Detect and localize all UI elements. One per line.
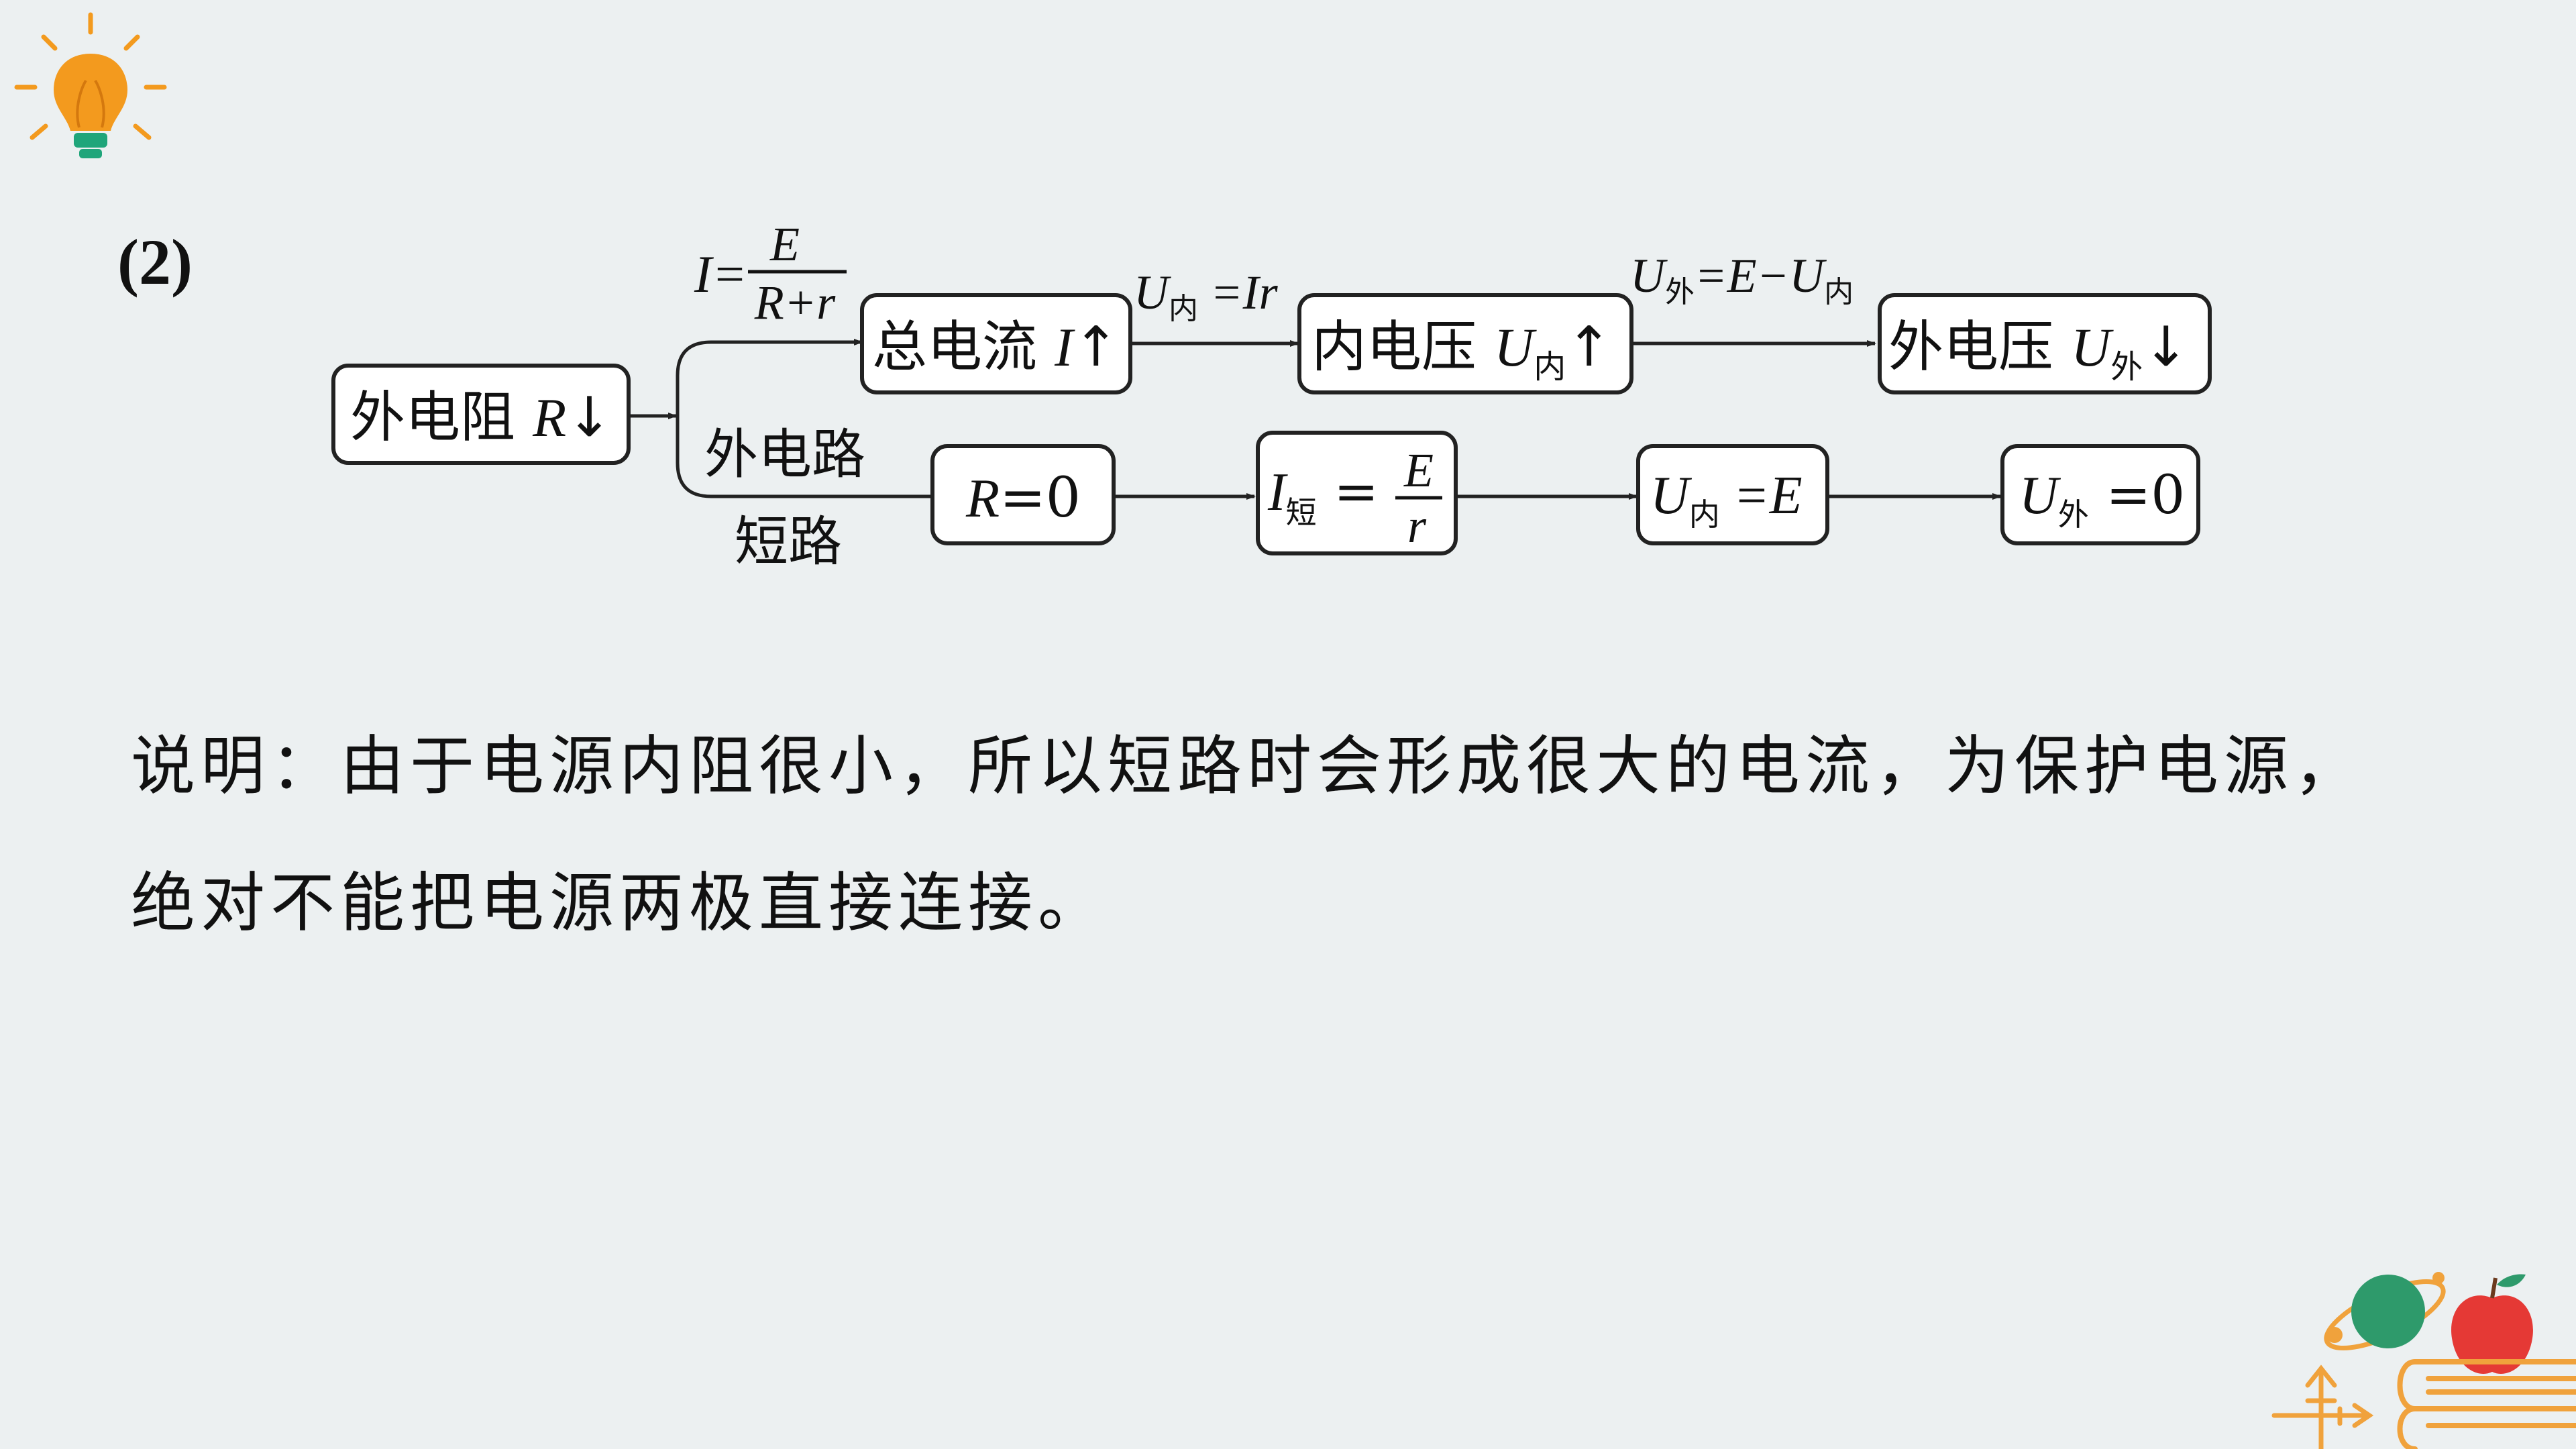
svg-text:外电压 U外↓: 外电压 U外↓ xyxy=(1888,315,2189,386)
svg-text:E: E xyxy=(1403,443,1434,497)
part-label: (2) xyxy=(117,226,193,298)
external-resistance-box: 外电阻 R↓ xyxy=(331,364,631,465)
globe-icon xyxy=(2324,1272,2446,1351)
circuit-flow-diagram: 外电阻 R↓ I= E R+r 总电流 I↑ U内 =Ir 内电压 U内↑ U外… xyxy=(331,217,2212,573)
svg-text:外电阻 R↓: 外电阻 R↓ xyxy=(350,386,612,449)
axes-icon xyxy=(2271,1364,2374,1449)
outer-voltage-formula: U外=E−U内 xyxy=(1630,249,1854,309)
svg-text:R=0: R=0 xyxy=(965,466,1081,530)
explanation-line-2: 绝对不能把电源两极直接连接。 xyxy=(131,865,1108,941)
total-current-box: 总电流 I↑ xyxy=(860,293,1132,394)
svg-text:I=: I= xyxy=(694,245,747,303)
outer-voltage-zero-box: U外 =0 xyxy=(2000,444,2200,545)
explanation-text: 说明：由于电源内阻很小，所以短路时会形成很大的电流，为保护电源， 绝对不能把电源… xyxy=(131,698,2559,971)
current-formula: I= E R+r xyxy=(694,217,847,329)
svg-text:内电压 U内↑: 内电压 U内↑ xyxy=(1311,315,1612,386)
inner-voltage-box: 内电压 U内↑ xyxy=(1297,293,1633,394)
svg-text:总电流 I↑: 总电流 I↑ xyxy=(872,315,1119,379)
zero-resistance-box: R=0 xyxy=(930,444,1116,545)
short-circuit-label: 短路 xyxy=(735,511,842,573)
books-icon xyxy=(2397,1359,2576,1449)
svg-text:U外=E−U内: U外=E−U内 xyxy=(1630,249,1854,309)
inner-voltage-equals-e-box: U内 =E xyxy=(1636,444,1829,545)
svg-text:U内 =Ir: U内 =Ir xyxy=(1134,266,1279,326)
explanation-line-1: 说明：由于电源内阻很小，所以短路时会形成很大的电流，为保护电源， xyxy=(131,729,2363,804)
svg-text:U外 =0: U外 =0 xyxy=(2019,464,2185,533)
apple-icon xyxy=(2451,1274,2533,1374)
education-decoration xyxy=(2271,1272,2576,1449)
svg-text:I短 =: I短 = xyxy=(1267,460,1379,531)
short-circuit-current-box: I短 = E r xyxy=(1256,431,1458,555)
svg-text:U内 =E: U内 =E xyxy=(1650,466,1803,533)
lightbulb-icon xyxy=(14,12,167,158)
svg-text:R+r: R+r xyxy=(754,276,837,329)
svg-text:E: E xyxy=(769,217,800,271)
outer-voltage-box: 外电压 U外↓ xyxy=(1878,293,2212,394)
svg-text:r: r xyxy=(1407,499,1427,553)
inner-voltage-formula: U内 =Ir xyxy=(1134,266,1279,326)
external-circuit-label: 外电路 xyxy=(704,423,865,486)
